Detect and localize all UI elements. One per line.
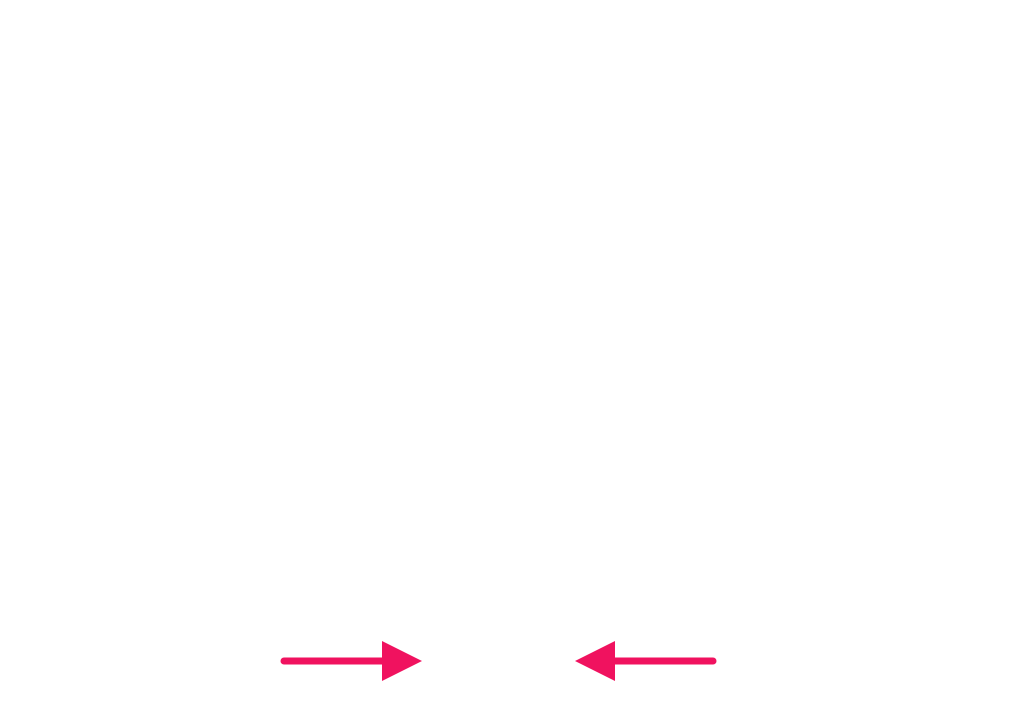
arrow-left-icon [575, 641, 717, 681]
arrow-right-icon [280, 641, 422, 681]
